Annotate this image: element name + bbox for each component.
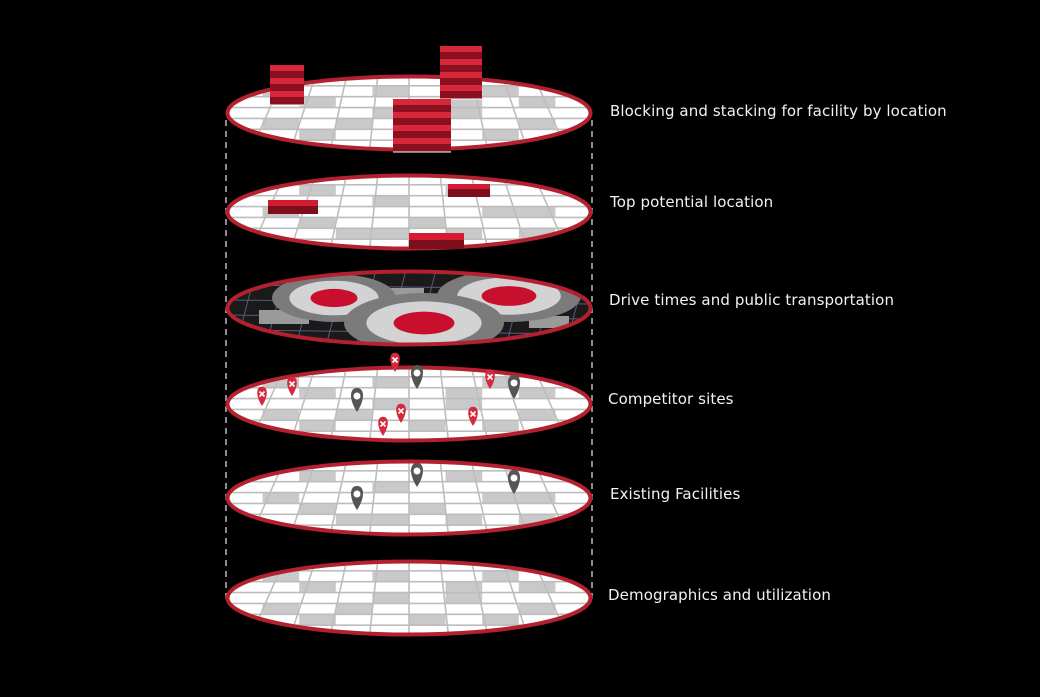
stacked-building <box>270 65 304 106</box>
location-block <box>409 233 464 249</box>
competitor-pin <box>257 386 267 406</box>
competitor-pin <box>287 376 297 396</box>
facility-pin <box>411 463 423 487</box>
competitor-pin <box>390 352 400 372</box>
facility-pin <box>508 375 520 399</box>
facility-pin <box>508 470 520 494</box>
label-drive-times: Drive times and public transportation <box>609 291 895 309</box>
competitor-pin <box>468 406 478 426</box>
label-existing: Existing Facilities <box>610 485 741 503</box>
location-block <box>268 200 318 214</box>
stacked-building <box>440 46 482 100</box>
competitor-pin <box>396 403 406 423</box>
disc-demographics <box>225 559 593 637</box>
label-competitors: Competitor sites <box>608 390 734 408</box>
competitor-pin <box>378 416 388 436</box>
disc-existing <box>225 459 593 537</box>
label-top-location: Top potential location <box>610 193 774 211</box>
label-blocking: Blocking and stacking for facility by lo… <box>610 102 947 120</box>
location-block <box>448 184 490 197</box>
competitor-pin <box>485 369 495 389</box>
disc-drive-times <box>225 269 593 347</box>
facility-pin <box>411 365 423 389</box>
disc-competitors <box>225 352 593 443</box>
disc-top-location <box>225 173 593 251</box>
facility-pin <box>351 486 363 510</box>
facility-pin <box>351 388 363 412</box>
stacked-building <box>393 99 451 153</box>
disc-blocking <box>225 46 593 153</box>
label-demographics: Demographics and utilization <box>608 586 831 604</box>
